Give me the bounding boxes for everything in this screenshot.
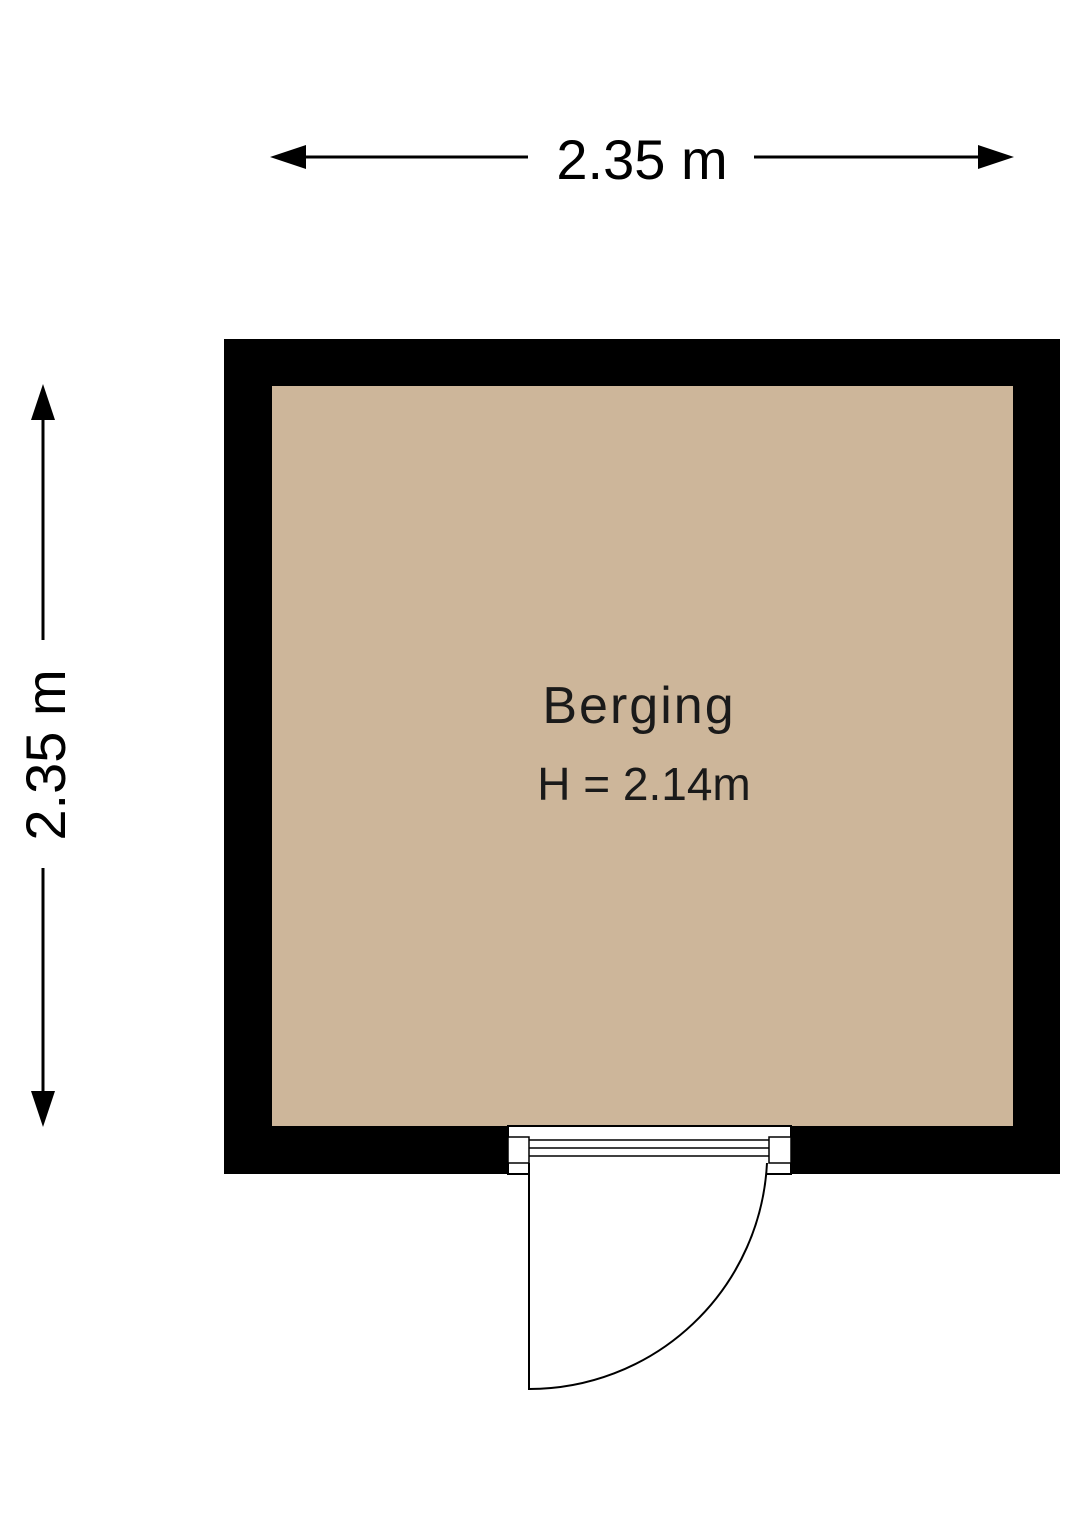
walls — [224, 339, 1060, 1174]
width-dimension: 2.35 m — [270, 128, 1014, 191]
wall-right — [1013, 339, 1060, 1174]
door — [507, 1125, 792, 1391]
depth-dimension-label: 2.35 m — [14, 669, 77, 840]
door-jamb-left — [507, 1136, 530, 1164]
wall-bottom-right — [791, 1126, 1060, 1174]
wall-left — [224, 339, 272, 1174]
arrow-left-icon — [270, 145, 306, 169]
door-jamb-right — [768, 1136, 792, 1164]
width-dimension-label: 2.35 m — [556, 128, 727, 191]
room-height: H = 2.14m — [537, 758, 751, 810]
wall-bottom-left — [224, 1126, 508, 1174]
room-name: Berging — [542, 677, 735, 735]
arrow-up-icon — [31, 384, 55, 420]
depth-dimension: 2.35 m — [14, 384, 77, 1127]
arrow-right-icon — [978, 145, 1014, 169]
arrow-down-icon — [31, 1091, 55, 1127]
room-floor — [272, 386, 1013, 1126]
door-swing — [528, 1162, 768, 1391]
wall-top — [224, 339, 1060, 386]
